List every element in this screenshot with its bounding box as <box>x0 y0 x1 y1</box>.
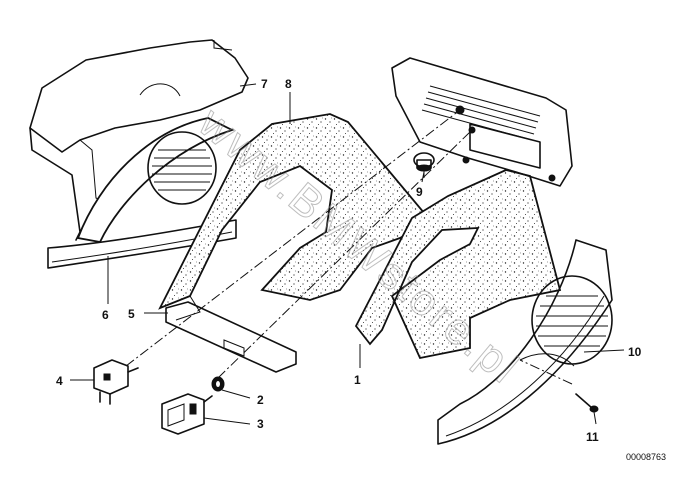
left-felt-padding <box>158 113 432 321</box>
callout-9: 9 <box>416 185 423 199</box>
callout-7: 7 <box>261 77 268 91</box>
callout-4: 4 <box>56 374 63 388</box>
callout-8: 8 <box>285 77 292 91</box>
metal-strip <box>165 301 297 373</box>
screw <box>575 393 599 413</box>
callout-5: 5 <box>128 307 135 321</box>
callout-6: 6 <box>102 308 109 322</box>
callout-2: 2 <box>257 393 264 407</box>
callout-1: 1 <box>354 373 361 387</box>
mounting-bracket <box>391 57 573 187</box>
switch-housing <box>161 393 213 435</box>
right-felt-padding <box>354 169 562 360</box>
diagram-code: 00008763 <box>626 452 666 462</box>
switch <box>93 359 139 405</box>
right-speaker-housing <box>437 239 613 445</box>
rubber-plug <box>413 152 435 172</box>
nut <box>211 376 225 392</box>
callout-10: 10 <box>628 345 642 359</box>
callout-11: 11 <box>586 430 599 444</box>
leader-lines <box>70 83 625 425</box>
callout-labels: 1 2 3 4 5 6 7 8 9 10 11 <box>56 77 642 444</box>
callout-3: 3 <box>257 417 264 431</box>
left-speaker-housing <box>29 39 249 269</box>
